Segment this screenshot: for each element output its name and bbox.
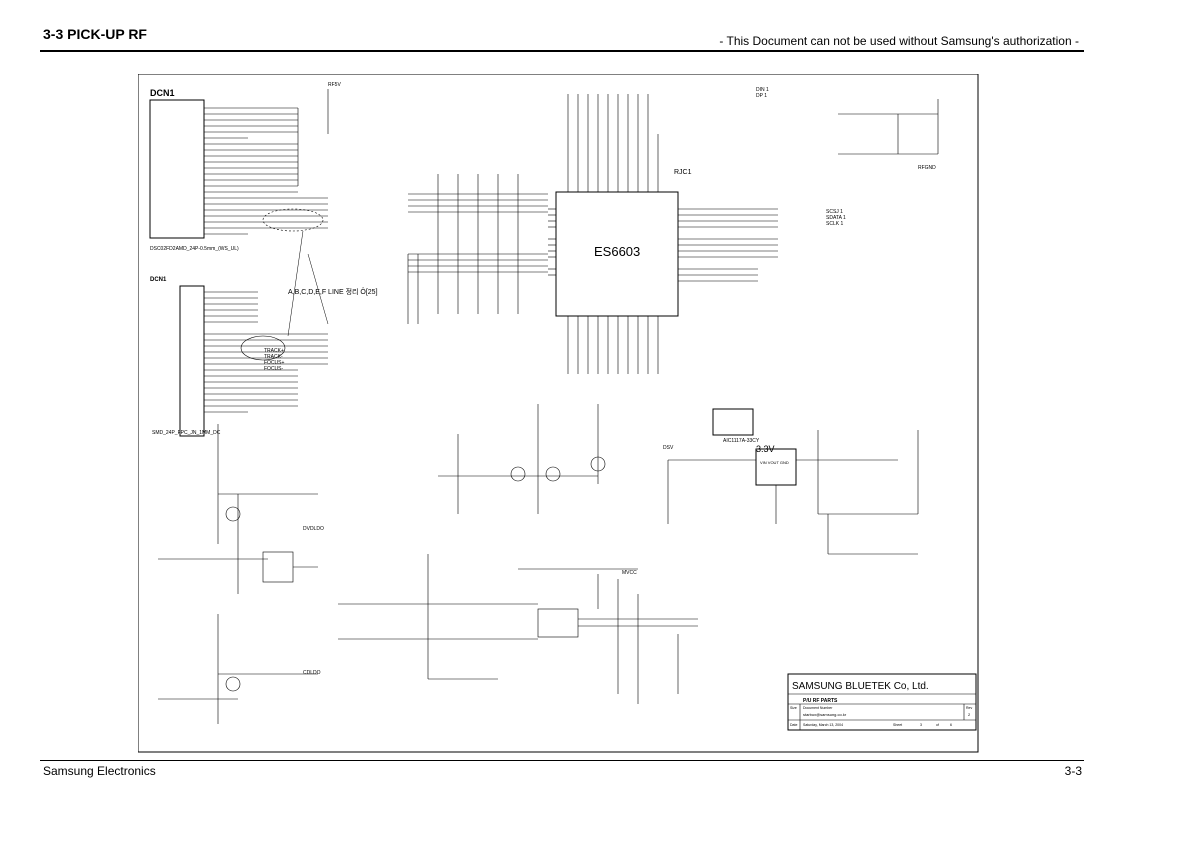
connector-dcn1-bottom: DCN1 SMD_24P_FPC_JN_1MM_DC <box>150 277 328 437</box>
rev-label: Rev <box>966 706 972 710</box>
track-minus-label: TRACK- <box>264 354 283 360</box>
title-name: P/U RF PARTS <box>803 698 838 704</box>
power-label-dsv: DSV <box>663 445 674 451</box>
doc-number-label: Document Number <box>803 706 833 710</box>
out-din: DIN 1 <box>756 87 769 93</box>
out-scsj: SCSJ 1 <box>826 209 843 215</box>
power-label-cdldo: CDLDO <box>303 670 321 676</box>
connector2-name: DCN1 <box>150 277 167 283</box>
power-label-dvdldo: DVDLDO <box>303 526 324 532</box>
regulator-part: AIC1117A-33CY <box>723 438 760 444</box>
connector-dcn1-top: DCN1 DSC02FD2AMD_24P-0.5mm_(WS_UL) <box>149 88 329 252</box>
power-label-rf5v: RF5V <box>328 82 341 88</box>
connector1-name: DCN1 <box>150 88 175 98</box>
header-rule <box>40 50 1084 52</box>
authorization-notice: - This Document can not be used without … <box>719 34 1079 48</box>
out-sdata: SDATA 1 <box>826 215 846 221</box>
out-dp: DP 1 <box>756 93 767 99</box>
rev-value: 2 <box>968 712 971 717</box>
of-label: of <box>936 723 939 727</box>
focus-minus-label: FOCUS- <box>264 366 284 372</box>
regulator-voltage: 3.3V <box>756 444 775 454</box>
regulator-pins: VIN VOUT GND <box>760 460 789 465</box>
driver-circuits <box>158 424 318 724</box>
sheet-label: Sheet <box>893 723 902 727</box>
date-value: Saturday, March 13, 2004 <box>803 723 843 727</box>
footer-rule <box>40 760 1084 761</box>
track-plus-label: TRACK+ <box>264 348 284 354</box>
focus-plus-label: FOCUS+ <box>264 360 285 366</box>
title-block: SAMSUNG BLUETEK Co, Ltd. P/U RF PARTS Si… <box>787 673 977 731</box>
title-company: SAMSUNG BLUETEK Co, Ltd. <box>792 681 929 692</box>
of-value: 6 <box>950 723 952 727</box>
track-focus-labels: TRACK+ TRACK- FOCUS+ FOCUS- <box>264 348 285 372</box>
connector2-part: SMD_24P_FPC_JN_1MM_DC <box>152 430 221 436</box>
chip-name: ES6603 <box>594 244 640 259</box>
out-sclk: SCLK 1 <box>826 221 843 227</box>
regulator-block: 3.3V AIC1117A-33CY VIN VOUT GND <box>667 408 919 555</box>
size-label: Size <box>790 706 797 710</box>
line-note: A,B,C,D,E,F LINE 정리 Ô[25] <box>288 287 378 296</box>
chip-es6603: ES6603 RJC1 <box>548 94 778 374</box>
chip-ref: RJC1 <box>674 169 692 176</box>
sheet-value: 3 <box>920 723 922 727</box>
schematic-frame <box>138 74 979 753</box>
date-label: Date <box>790 723 797 727</box>
schematic-diagram: DCN1 DSC02FD2AMD_24P-0.5mm_(WS_UL) DCN1 <box>138 74 979 753</box>
footer-company: Samsung Electronics <box>43 764 156 778</box>
footer-page-number: 3-3 <box>1064 764 1082 778</box>
section-title: 3-3 PICK-UP RF <box>43 26 147 42</box>
power-label-rfgnd: RFGND <box>918 165 936 171</box>
power-label-mvcc: MVCC <box>622 570 637 576</box>
doc-number: starbux@samsung.co.kr <box>803 712 847 717</box>
connector1-part: DSC02FD2AMD_24P-0.5mm_(WS_UL) <box>150 246 239 252</box>
